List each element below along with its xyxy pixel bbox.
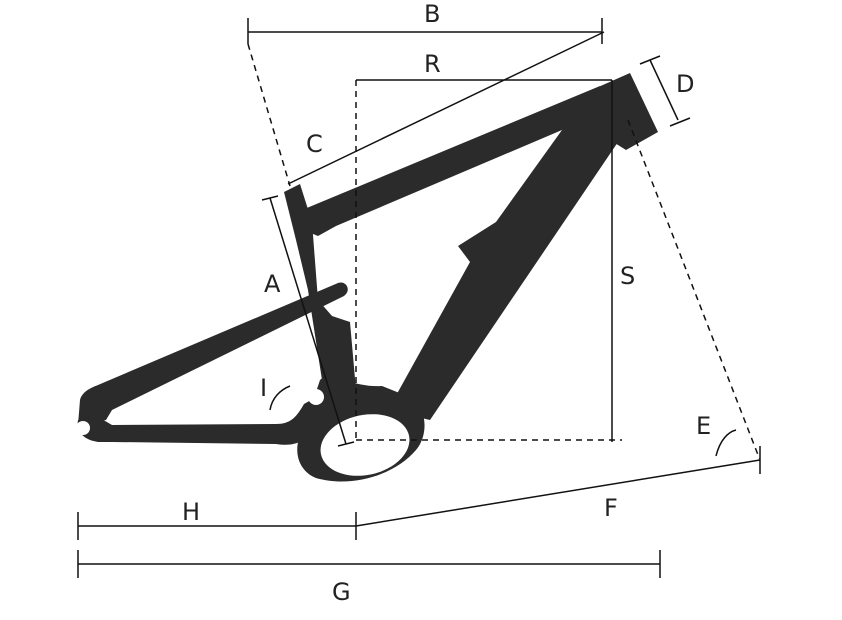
dimension-d xyxy=(639,55,691,127)
down-tube xyxy=(388,100,618,420)
label-g: G xyxy=(332,578,351,606)
dimension-r xyxy=(355,79,612,440)
label-h: H xyxy=(182,498,200,526)
label-r: R xyxy=(424,50,441,78)
label-c: C xyxy=(306,130,323,158)
dimension-b xyxy=(247,18,603,187)
dimension-h xyxy=(77,512,357,540)
dimension-i xyxy=(269,385,291,411)
dimension-a xyxy=(261,195,355,447)
label-i: I xyxy=(260,374,267,402)
top-tube xyxy=(302,86,610,236)
dimension-f xyxy=(355,446,761,527)
label-f: F xyxy=(604,494,618,522)
label-d: D xyxy=(676,70,694,98)
label-a: A xyxy=(264,270,281,298)
dimension-g xyxy=(77,550,661,578)
bike-frame xyxy=(76,73,658,482)
label-b: B xyxy=(424,0,440,28)
seat-tube xyxy=(284,184,356,395)
dimension-s xyxy=(356,80,622,442)
label-e: E xyxy=(696,412,711,440)
rear-seat-stay xyxy=(78,282,348,425)
rear-axle xyxy=(76,421,90,435)
motor-cutout xyxy=(320,414,410,476)
dimension-e xyxy=(627,119,761,461)
pivot-point xyxy=(308,389,324,405)
rear-chain-stay xyxy=(77,396,324,445)
label-s: S xyxy=(620,262,635,290)
dimension-c xyxy=(287,31,605,185)
